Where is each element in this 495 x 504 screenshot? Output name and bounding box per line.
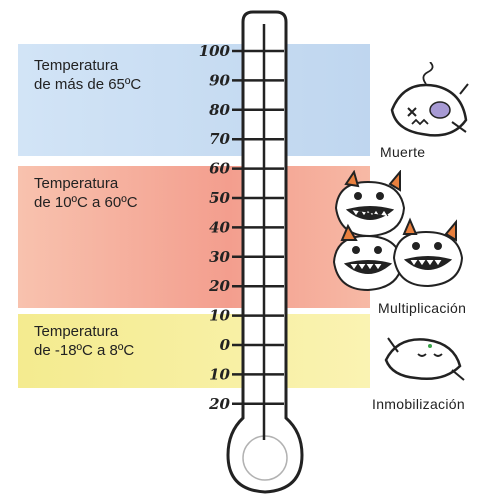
tick-label: 10 xyxy=(209,307,230,325)
tick-label: 20 xyxy=(208,395,230,413)
caption-death: Muerte xyxy=(380,144,426,160)
band-high-label: Temperatura de más de 65ºC xyxy=(34,57,142,93)
tick-label: 20 xyxy=(208,277,230,295)
tick-label: 0 xyxy=(220,336,231,354)
tick-label: 100 xyxy=(199,42,231,60)
tick-label: 50 xyxy=(209,189,230,207)
thermometer-body xyxy=(226,10,304,494)
tick-label: 70 xyxy=(209,130,230,148)
tick-label: 30 xyxy=(209,248,230,266)
tick-label: 90 xyxy=(209,71,230,89)
tick-label: 60 xyxy=(209,160,230,178)
caption-immobilization: Inmobilización xyxy=(372,396,465,412)
caption-multiplication: Multiplicación xyxy=(378,300,467,316)
sleeping-microbe-icon xyxy=(384,337,465,381)
band-high: Temperatura de más de 65ºC xyxy=(18,44,370,156)
tick-label: 40 xyxy=(209,218,230,236)
tick-label: 10 xyxy=(209,365,230,383)
dead-microbe-icon xyxy=(390,62,469,137)
tick-label: 80 xyxy=(209,101,230,119)
band-danger: Temperatura de 10ºC a 60ºC xyxy=(18,166,370,308)
multiplying-microbes-icon xyxy=(332,170,464,292)
band-cold: Temperatura de -18ºC a 8ºC xyxy=(18,314,370,388)
band-danger-label: Temperatura de 10ºC a 60ºC xyxy=(34,175,138,211)
band-cold-label: Temperatura de -18ºC a 8ºC xyxy=(34,323,135,359)
